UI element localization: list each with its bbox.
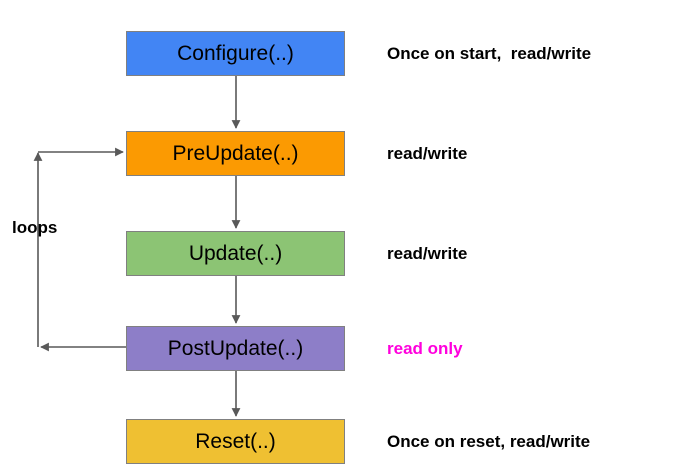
node-update-label: Update(..) [188,242,283,265]
node-postupdate[interactable]: PostUpdate(..) [126,326,345,371]
node-postupdate-label: PostUpdate(..) [167,337,304,360]
annotation-preupdate: read/write [387,144,468,163]
annotation-reset: Once on reset, read/write [387,432,591,451]
annotation-postupdate: read only [387,339,463,358]
node-configure[interactable]: Configure(..) [126,31,345,76]
node-reset-label: Reset(..) [195,430,276,453]
node-reset[interactable]: Reset(..) [126,419,345,464]
node-preupdate-label: PreUpdate(..) [172,142,299,165]
annotation-configure: Once on start, read/write [387,44,592,63]
node-update[interactable]: Update(..) [126,231,345,276]
node-preupdate[interactable]: PreUpdate(..) [126,131,345,176]
loop-label: loops [12,218,58,237]
node-configure-label: Configure(..) [177,42,294,65]
annotation-update: read/write [387,244,468,263]
